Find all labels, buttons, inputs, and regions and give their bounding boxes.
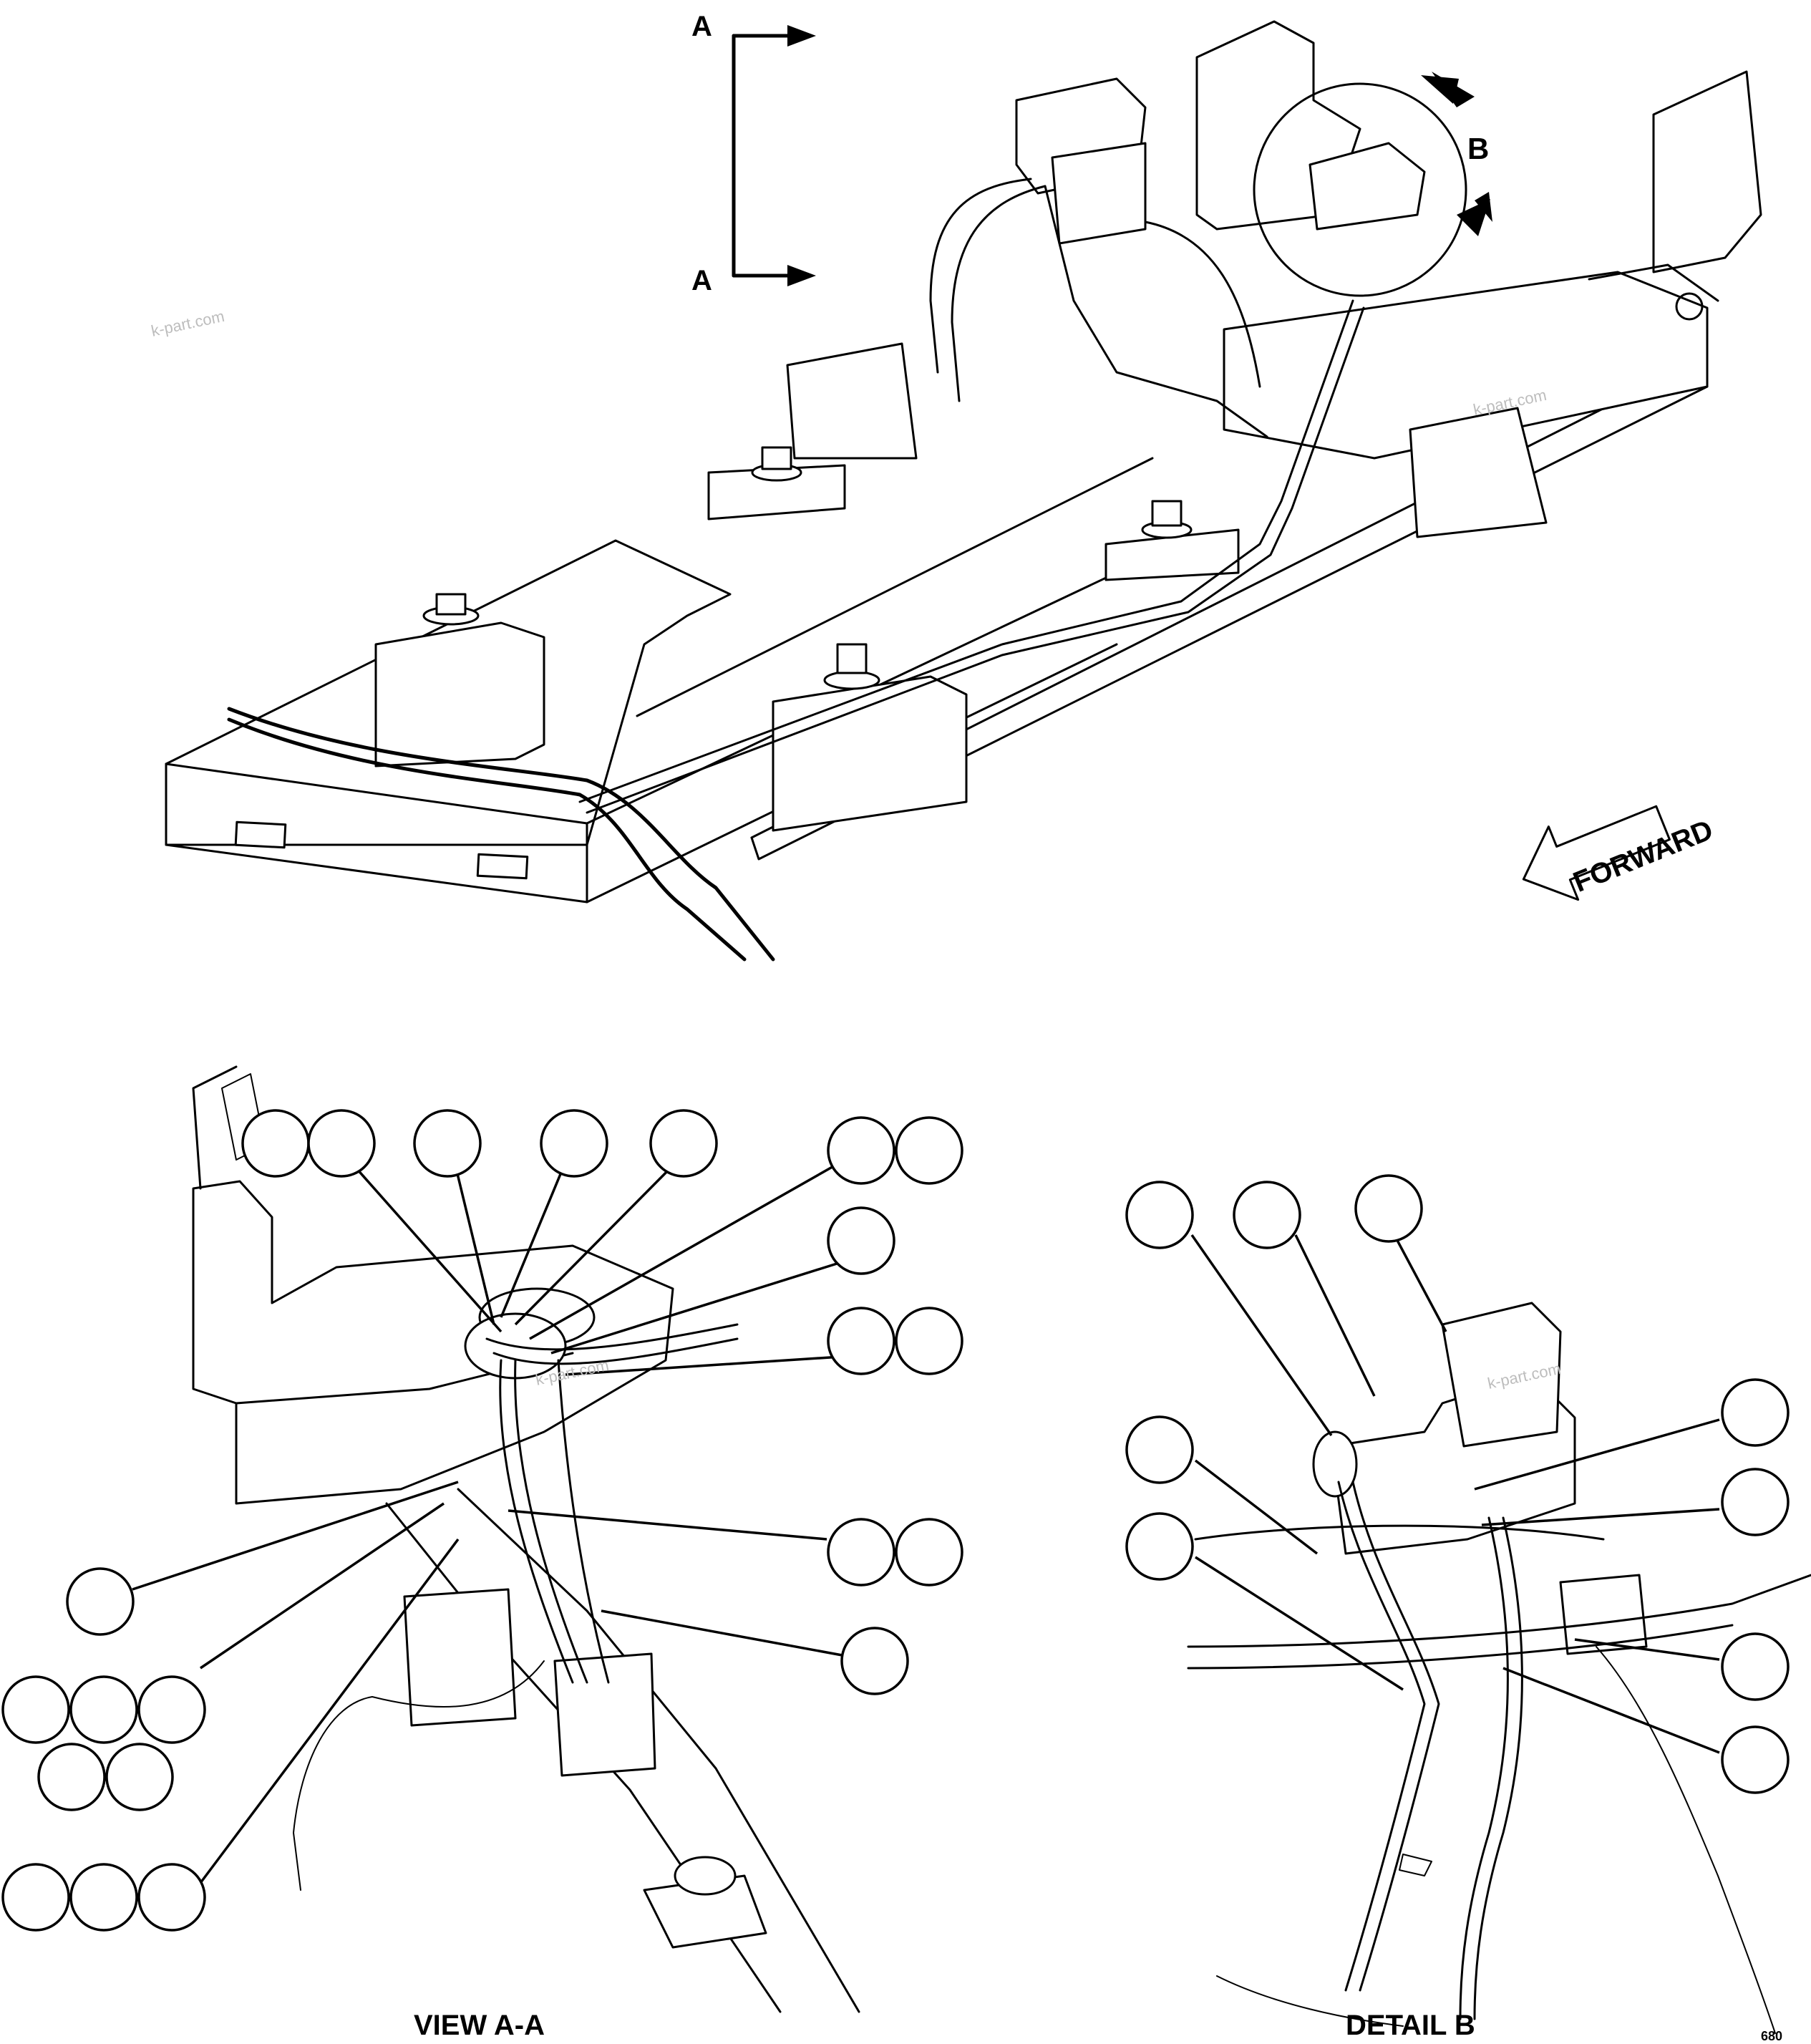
view-aa-balloons	[1, 1109, 963, 1932]
detail-b-balloons	[1125, 1174, 1790, 1794]
view-aa-drawing	[192, 1065, 860, 2013]
callout-balloon	[827, 1116, 895, 1185]
callout-balloon	[1125, 1181, 1194, 1249]
section-label-a-top: A	[691, 11, 712, 42]
callout-balloon	[69, 1863, 138, 1932]
callout-balloon	[840, 1627, 909, 1695]
callout-balloon	[1721, 1725, 1790, 1794]
callout-balloon	[137, 1863, 206, 1932]
view-aa-leaders	[132, 1161, 874, 1884]
callout-balloon	[1125, 1415, 1194, 1484]
callout-balloon	[413, 1109, 482, 1178]
callout-balloon	[1721, 1378, 1790, 1447]
callout-balloon	[137, 1675, 206, 1744]
detail-b-caption: DETAIL B	[1346, 2010, 1475, 2041]
callout-balloon	[895, 1307, 963, 1375]
callout-balloon	[105, 1743, 174, 1811]
callout-balloon	[241, 1109, 310, 1178]
callout-balloon	[827, 1307, 895, 1375]
section-arrows-aa	[732, 25, 816, 286]
detail-label-b: B	[1467, 132, 1489, 165]
callout-balloon	[1721, 1468, 1790, 1536]
callout-balloon	[1, 1863, 70, 1932]
callout-balloon	[895, 1518, 963, 1587]
callout-balloon	[649, 1109, 718, 1178]
callout-balloon	[1233, 1181, 1301, 1249]
main-frame-assembly	[165, 20, 1762, 962]
callout-balloon	[1721, 1632, 1790, 1701]
callout-balloon	[895, 1116, 963, 1185]
callout-balloon	[827, 1518, 895, 1587]
detail-b-drawing	[1187, 1302, 1811, 2034]
callout-balloon	[1354, 1174, 1423, 1243]
callout-balloon	[1125, 1512, 1194, 1581]
watermark: k-part.com	[150, 307, 226, 340]
callout-balloon	[66, 1567, 135, 1636]
callout-balloon	[307, 1109, 376, 1178]
callout-balloon	[37, 1743, 106, 1811]
detail-b-callout	[1253, 72, 1492, 297]
section-label-a-bottom: A	[691, 265, 712, 296]
callout-balloon	[69, 1675, 138, 1744]
callout-balloon	[1, 1675, 70, 1744]
view-aa-caption: VIEW A-A	[414, 2010, 545, 2041]
callout-balloon	[540, 1109, 608, 1178]
forward-arrow	[1522, 805, 1671, 901]
corner-code: 680	[1761, 2029, 1782, 2043]
detail-b-leaders	[1190, 1224, 1720, 1754]
callout-balloon	[827, 1206, 895, 1275]
